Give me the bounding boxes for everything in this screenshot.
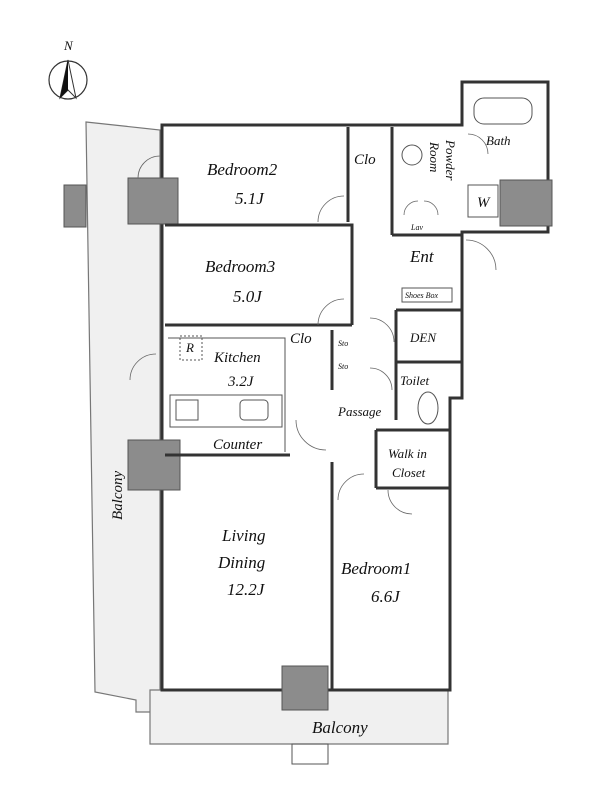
kitchen-name: Kitchen [213, 350, 261, 366]
door-arc [317, 298, 345, 326]
column [127, 177, 179, 225]
storage-label-2: Sto [338, 362, 348, 371]
north-compass: N [48, 38, 88, 100]
refrigerator-box [179, 335, 203, 361]
shoes-box-label: Shoes Box [405, 291, 439, 300]
closet-label-mid: Clo [290, 331, 312, 347]
toilet-label: Toilet [400, 373, 430, 388]
entrance-label: Ent [409, 247, 435, 266]
sink [239, 399, 269, 421]
balcony-west [85, 121, 297, 713]
door-arc [369, 367, 393, 391]
bedroom1-size: 6.6J [371, 587, 401, 606]
kitchen-outline [168, 337, 286, 452]
door-arc [337, 473, 365, 501]
shoes-box [401, 287, 453, 303]
powder-line2: Room [427, 141, 442, 172]
washer-label: W [477, 195, 491, 211]
door-arc [317, 195, 345, 223]
column [63, 184, 87, 228]
powder-line1: Powder [443, 139, 458, 181]
stove [175, 399, 199, 421]
counter-label: Counter [213, 437, 262, 453]
exterior-wall [160, 80, 550, 692]
walkin-line2: Closet [392, 465, 426, 480]
balcony-label-west: Balcony [110, 471, 126, 520]
walkin-line1: Walk in [388, 446, 427, 461]
bedroom2-name: Bedroom2 [207, 160, 278, 179]
living-size: 12.2J [227, 580, 266, 599]
bedroom1-name: Bedroom1 [341, 559, 411, 578]
bedroom3-name: Bedroom3 [205, 257, 275, 276]
den-label: DEN [409, 330, 437, 345]
door-arc [467, 133, 489, 155]
door-arc [387, 489, 413, 515]
refrigerator-label: R [185, 340, 194, 355]
bath-label: Bath [486, 133, 511, 148]
column [281, 665, 329, 711]
washer-box [467, 184, 499, 218]
balcony-south-step [291, 743, 329, 765]
powder-basin [401, 144, 423, 166]
passage-label: Passage [337, 404, 382, 419]
door-arc [295, 419, 327, 451]
kitchen-size: 3.2J [227, 374, 255, 390]
bedroom2-size: 5.1J [235, 189, 265, 208]
balcony-label-south: Balcony [312, 718, 368, 737]
toilet-bowl [417, 391, 439, 425]
wall-bedroom2-3 [165, 223, 354, 325]
compass-arrow-half [60, 60, 68, 98]
storage-label-1: Sto [338, 339, 348, 348]
north-label: N [63, 38, 74, 53]
door-arc [129, 353, 157, 381]
door-arc [465, 239, 497, 271]
door-arc [369, 317, 395, 343]
bathtub [473, 97, 533, 125]
door-arc [403, 200, 419, 216]
door-arc [137, 155, 161, 179]
bedroom3-size: 5.0J [233, 287, 263, 306]
column [127, 439, 181, 491]
kitchen-counter-top [169, 394, 283, 428]
door-arc [423, 200, 439, 216]
column [499, 179, 553, 227]
closet-label-top: Clo [354, 152, 376, 168]
living-line1: Living [221, 526, 265, 545]
lav-label: Lav [410, 223, 423, 232]
living-line2: Dining [217, 553, 265, 572]
